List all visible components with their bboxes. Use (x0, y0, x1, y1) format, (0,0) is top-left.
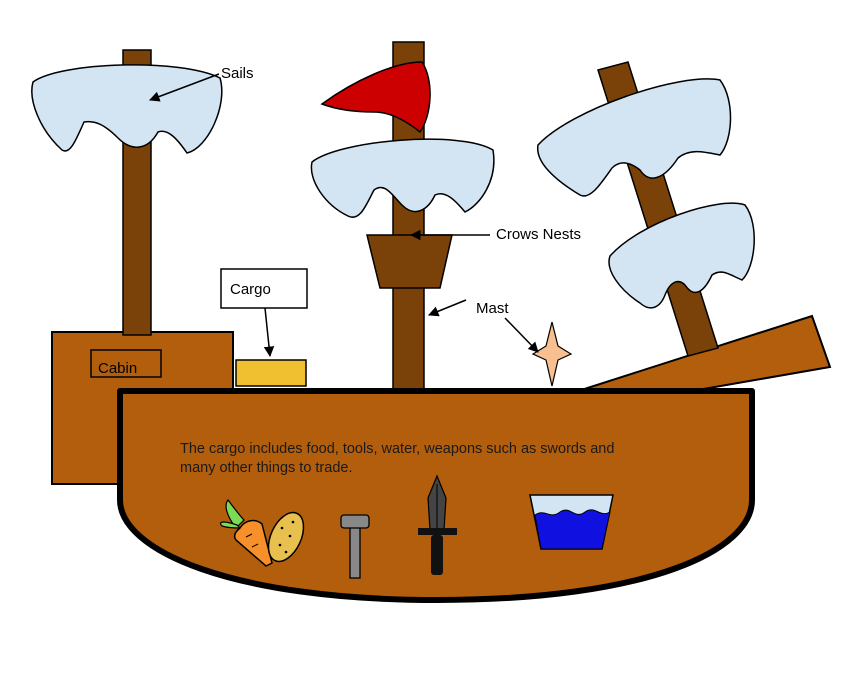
sail-center (310, 138, 495, 218)
hammer-icon (340, 514, 370, 579)
sail-right-upper (537, 78, 732, 197)
description-line-1: The cargo includes food, tools, water, w… (180, 441, 614, 457)
cargo-box (235, 359, 307, 387)
carrot-icon (219, 499, 273, 567)
flag (320, 61, 431, 134)
description-line-2: many other things to trade. (180, 460, 353, 476)
sparkle-icon (531, 321, 573, 387)
crows-nest (366, 234, 453, 289)
crows-nests-label: Crows Nests (496, 226, 581, 243)
water-bucket-icon (529, 494, 614, 550)
cargo-arrow (263, 307, 275, 358)
mast-label: Mast (476, 300, 509, 317)
sail-left (31, 64, 223, 154)
potato-icon (267, 511, 305, 563)
sail-right-lower (608, 202, 755, 309)
cabin-sign (90, 349, 162, 378)
sails-arrow (149, 73, 220, 102)
sails-label: Sails (221, 65, 254, 82)
cargo-label: Cargo (230, 281, 271, 298)
sparkle-arrow (504, 317, 539, 353)
cargo-label-box (220, 268, 308, 309)
sword-icon (418, 474, 457, 575)
mast-arrow (428, 299, 467, 317)
cabin-label: Cabin (98, 360, 137, 377)
